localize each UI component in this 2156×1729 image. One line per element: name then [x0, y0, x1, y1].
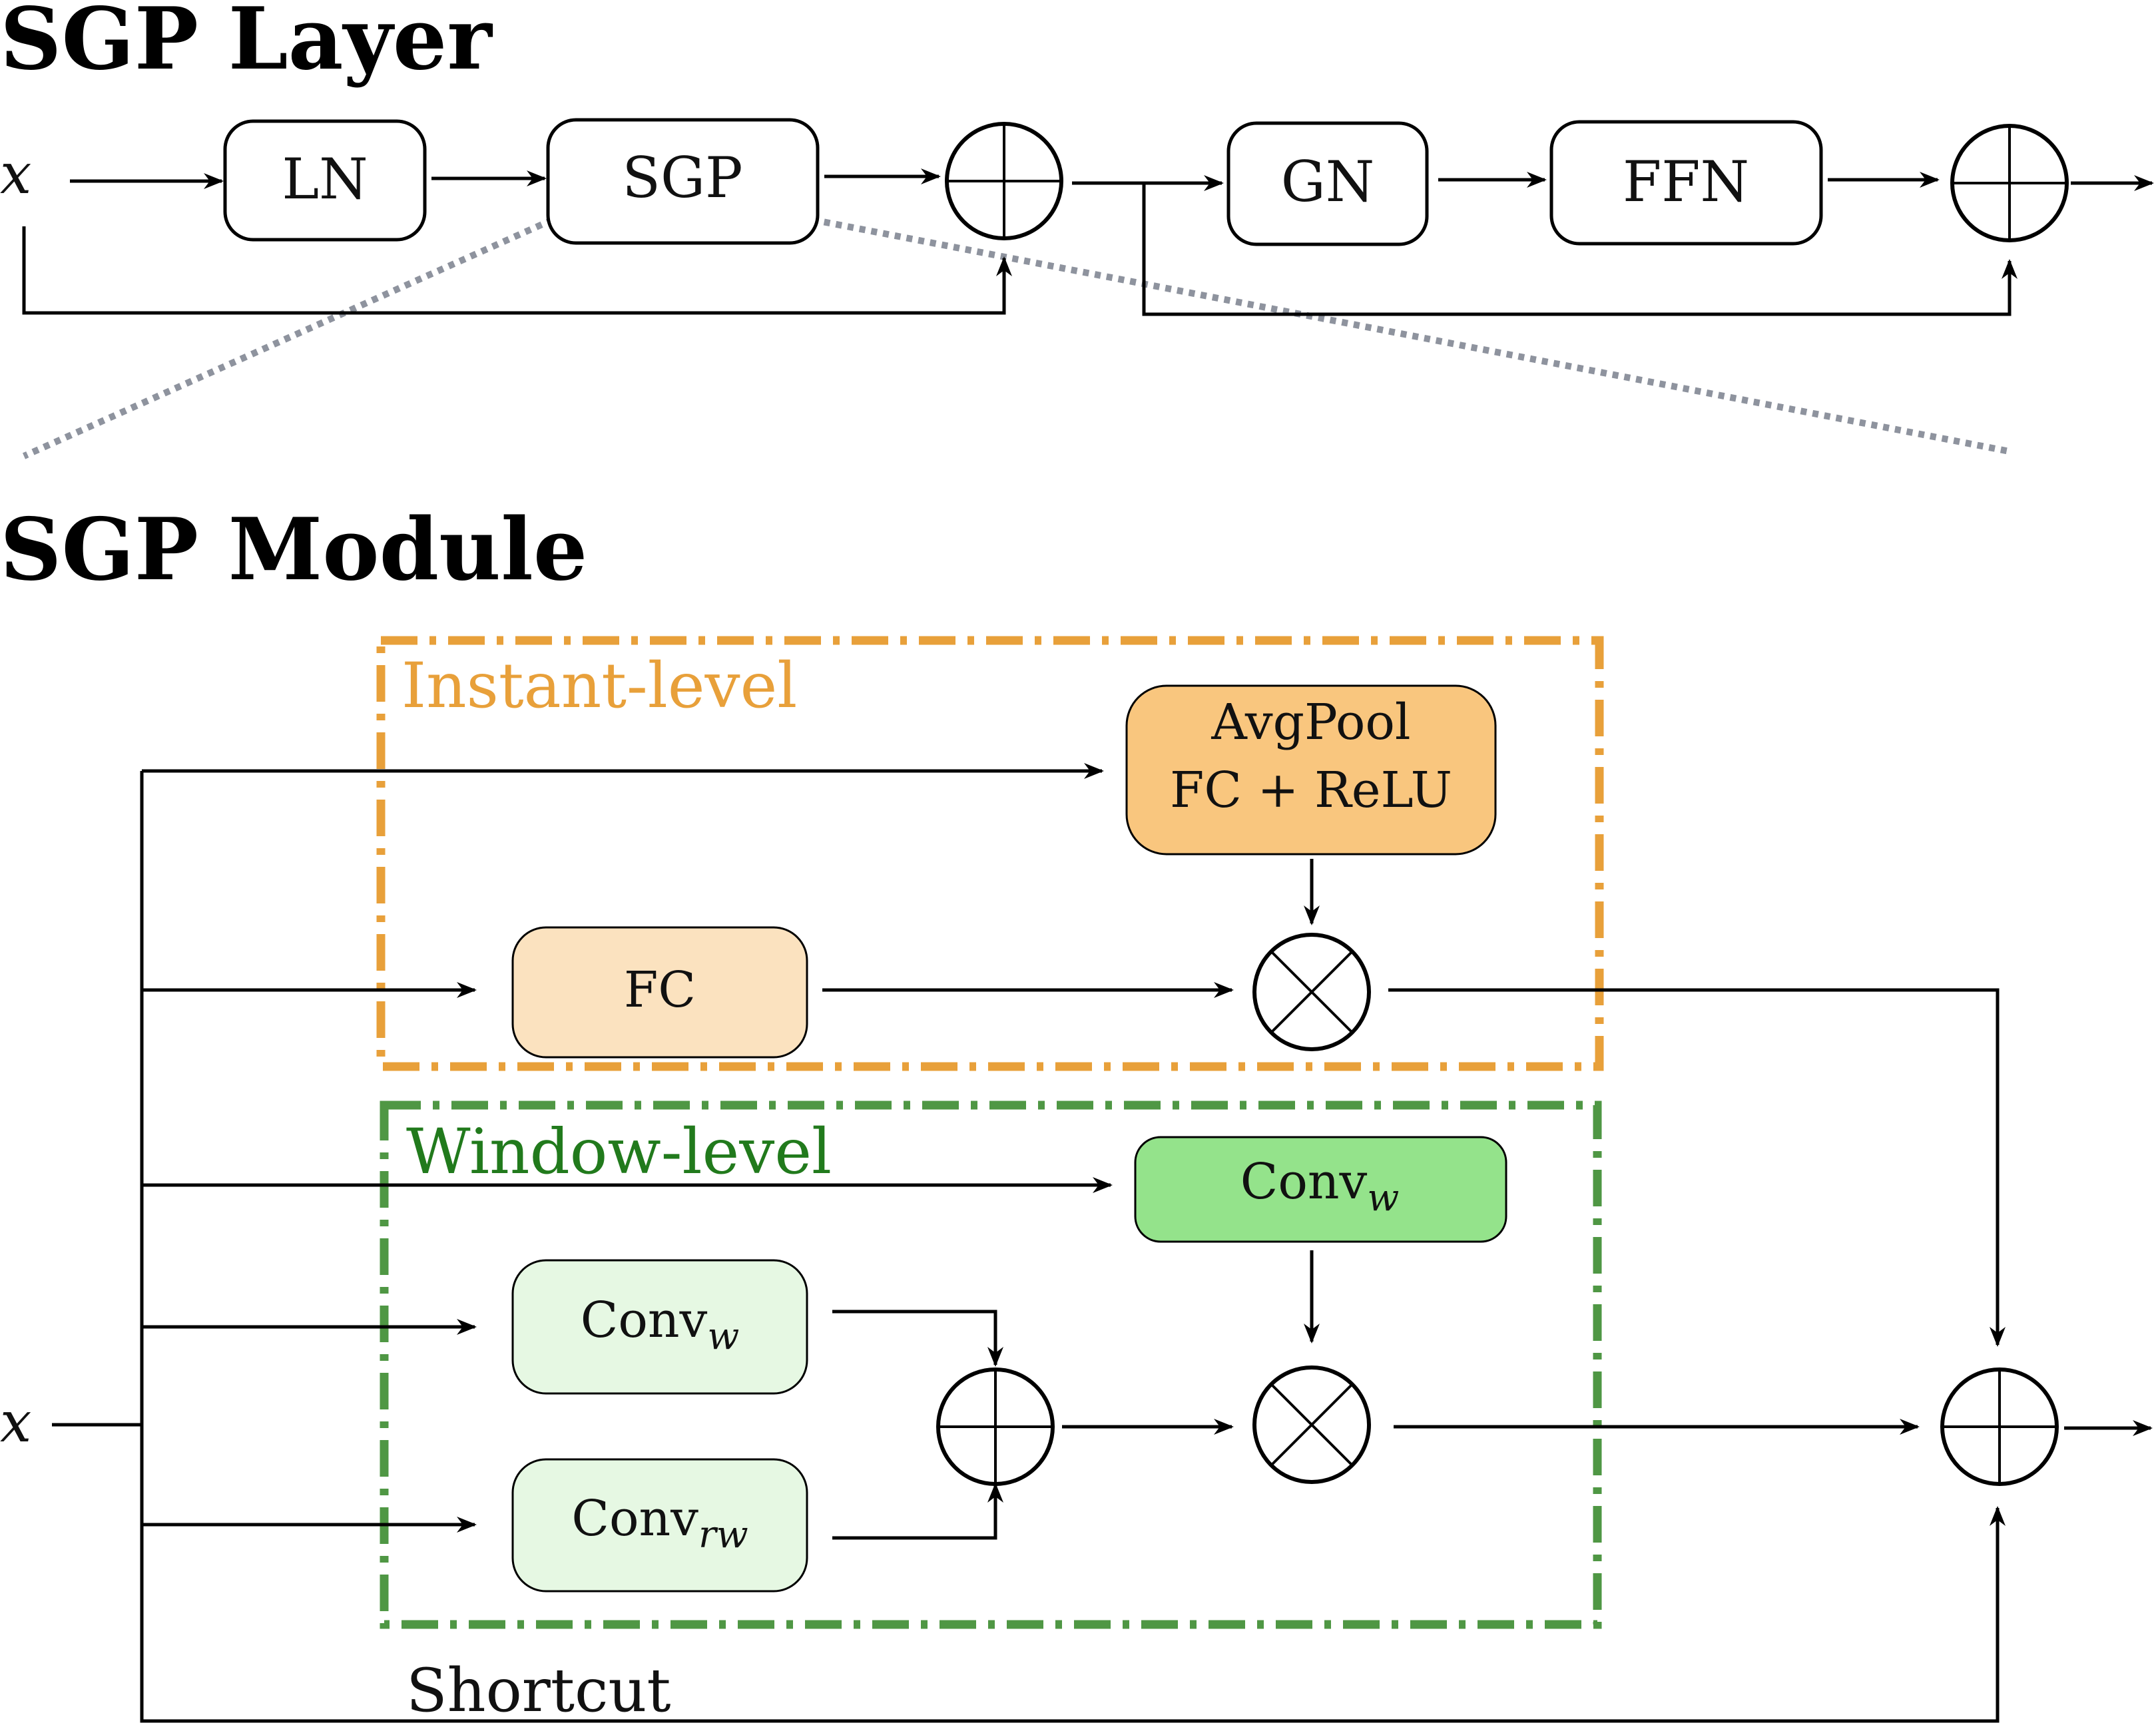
layer-input-x: x [0, 141, 31, 206]
ln-label: LN [282, 146, 368, 212]
gn-block [1226, 121, 1429, 246]
instant-level-label: Instant-level [402, 650, 797, 722]
sgp-module-title: SGP Module [0, 500, 587, 600]
gn-label: GN [1281, 149, 1375, 214]
add-circle-icon [1940, 1367, 2059, 1486]
sgp-block [546, 118, 820, 245]
zoom-line-left [22, 216, 555, 459]
layer-residual-1 [22, 226, 1012, 315]
sgp-label: SGP [622, 145, 742, 210]
window-level-region [380, 1101, 1602, 1629]
arrow-instant-to-sum [1388, 988, 2006, 1347]
add-circle-icon [1950, 124, 2069, 242]
arrow-conv-rw-to-add [832, 1483, 1003, 1540]
arrow-conv-w-to-add [832, 1310, 1003, 1367]
fc-label: FC [624, 961, 696, 1019]
conv-rw-label: Convrw [571, 1490, 748, 1557]
shortcut-label: Shortcut [406, 1656, 671, 1726]
conv-rw-block [511, 1458, 808, 1593]
sgp-layer-title: SGP Layer [0, 0, 493, 89]
multiply-circle-icon [1252, 933, 1371, 1051]
multiply-circle-icon [1252, 1365, 1371, 1484]
add-circle-icon [936, 1367, 1055, 1486]
avgpool-fc-relu-block [1125, 684, 1497, 856]
fc-block [511, 926, 808, 1059]
ln-block [223, 119, 427, 242]
fc-relu-label: FC + ReLU [1170, 762, 1452, 819]
shortcut-path [140, 771, 2006, 1723]
conv-w-label: Convw [581, 1292, 740, 1358]
window-level-label: Window-level [406, 1116, 832, 1188]
module-input-x: x [0, 1389, 31, 1455]
conv-w-top-label: Convw [1240, 1153, 1400, 1220]
ffn-block [1549, 120, 1823, 246]
layer-residual-2 [1142, 183, 2018, 316]
conv-w-block [511, 1259, 808, 1395]
add-circle-icon [945, 122, 1063, 240]
zoom-line-right [812, 216, 2010, 455]
instant-level-region [376, 636, 1604, 1071]
conv-w-top-block [1134, 1136, 1507, 1243]
ffn-label: FFN [1623, 149, 1749, 214]
avgpool-label: AvgPool [1211, 694, 1410, 751]
